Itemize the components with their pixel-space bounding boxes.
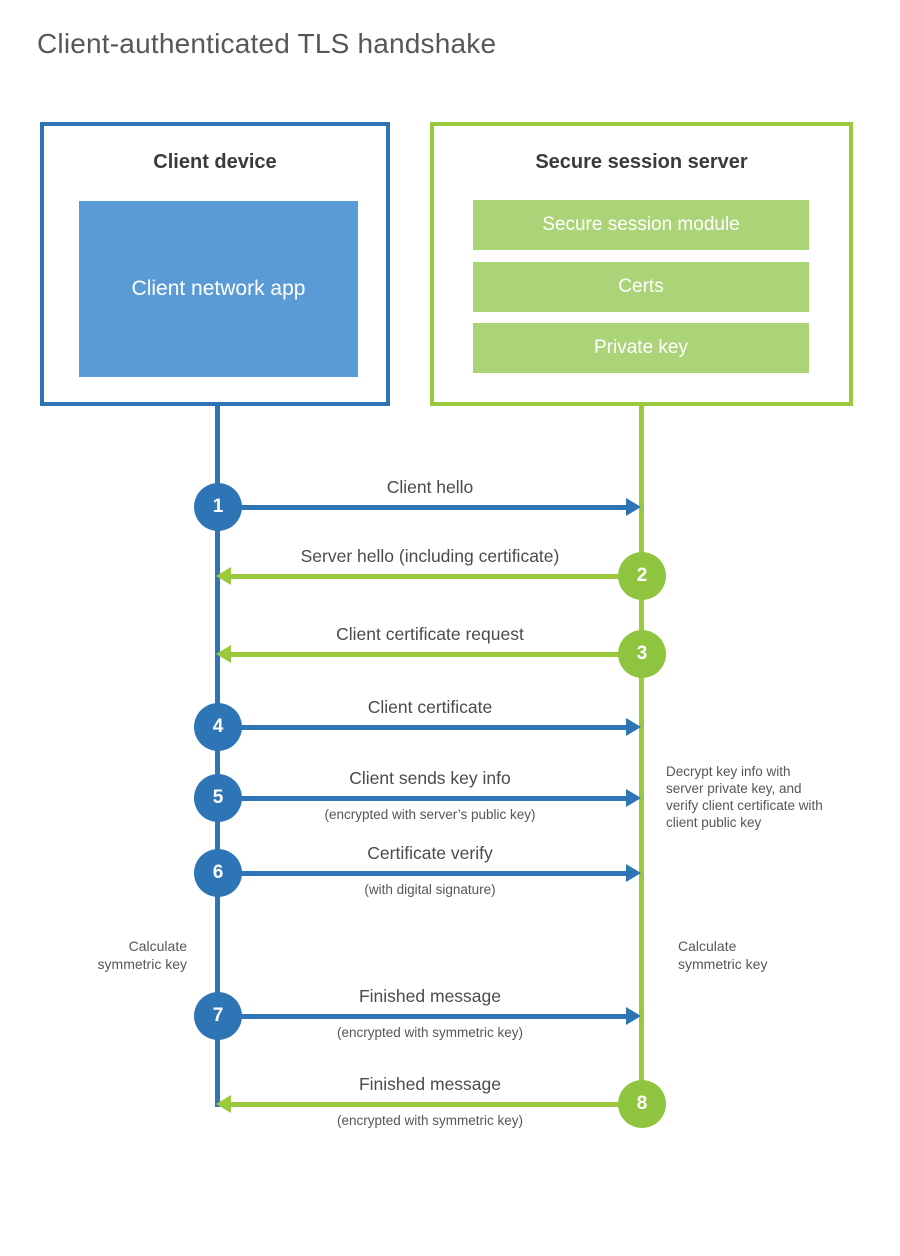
step3-circle: 3 xyxy=(618,630,666,678)
step6-label: Certificate verify xyxy=(367,843,493,863)
step2-arrow xyxy=(231,574,642,579)
server-lifeline xyxy=(639,405,644,1106)
step2-circle: 2 xyxy=(618,552,666,600)
step4-circle: 4 xyxy=(194,703,242,751)
decrypt-note: Decrypt key info with server private key… xyxy=(666,764,823,830)
step8-arrow xyxy=(231,1102,642,1107)
step1-circle: 1 xyxy=(194,483,242,531)
step6-sublabel: (with digital signature) xyxy=(364,882,496,897)
step4-arrow xyxy=(218,725,626,730)
step4-label: Client certificate xyxy=(367,697,493,717)
step3-arrowhead-icon xyxy=(216,645,231,663)
step3-arrow xyxy=(231,652,642,657)
step8-circle: 8 xyxy=(618,1080,666,1128)
step6-circle: 6 xyxy=(194,849,242,897)
client-device-box: Client device Client network app xyxy=(40,122,390,406)
page-title: Client-authenticated TLS handshake xyxy=(37,28,497,59)
step5-label: Client sends key info xyxy=(349,768,511,788)
client-lifeline xyxy=(215,405,220,1107)
step7-sublabel: (encrypted with symmetric key) xyxy=(336,1025,524,1040)
step7-arrow xyxy=(218,1014,626,1019)
step1-arrowhead-icon xyxy=(626,498,641,516)
client-network-app-label: Client network app xyxy=(131,276,306,300)
step8-arrowhead-icon xyxy=(216,1095,231,1113)
client-device-title: Client device xyxy=(153,151,277,173)
step1-label: Client hello xyxy=(386,477,474,497)
step5-sublabel: (encrypted with server’s public key) xyxy=(324,807,536,822)
step7-arrowhead-icon xyxy=(626,1007,641,1025)
secure-session-module-bar: Secure session module xyxy=(473,200,809,250)
private-key-bar: Private key xyxy=(473,323,809,373)
certs-bar: Certs xyxy=(473,262,809,312)
step1-arrow xyxy=(218,505,626,510)
secure-session-server-box: Secure session server Secure session mod… xyxy=(430,122,853,406)
step8-label: Finished message xyxy=(358,1074,502,1094)
step6-arrow xyxy=(218,871,626,876)
step5-circle: 5 xyxy=(194,774,242,822)
step7-label: Finished message xyxy=(358,986,502,1006)
step5-arrow xyxy=(218,796,626,801)
step2-arrowhead-icon xyxy=(216,567,231,585)
step3-label: Client certificate request xyxy=(336,624,524,644)
calculate-symmetric-key-note-server: Calculate symmetric key xyxy=(678,938,768,972)
step2-label: Server hello (including certificate) xyxy=(300,546,560,566)
client-network-app-module: Client network app xyxy=(79,201,358,377)
step8-sublabel: (encrypted with symmetric key) xyxy=(336,1113,524,1128)
step6-arrowhead-icon xyxy=(626,864,641,882)
calculate-symmetric-key-note-client: Calculate symmetric key xyxy=(97,938,187,972)
step7-circle: 7 xyxy=(194,992,242,1040)
step5-arrowhead-icon xyxy=(626,789,641,807)
step4-arrowhead-icon xyxy=(626,718,641,736)
secure-session-server-title: Secure session server xyxy=(535,151,748,173)
